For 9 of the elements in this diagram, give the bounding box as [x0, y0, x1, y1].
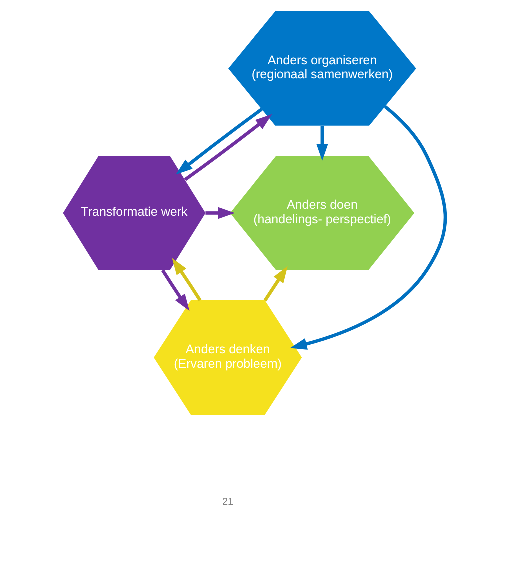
label: 21: [222, 496, 234, 508]
arrow: [161, 270, 190, 312]
arrow: [176, 108, 263, 175]
arrow: [184, 114, 272, 182]
arrow: [290, 106, 448, 350]
arrow: [172, 258, 202, 302]
arrow: [206, 207, 236, 220]
arrow: [264, 266, 288, 302]
arrow: [316, 126, 328, 161]
